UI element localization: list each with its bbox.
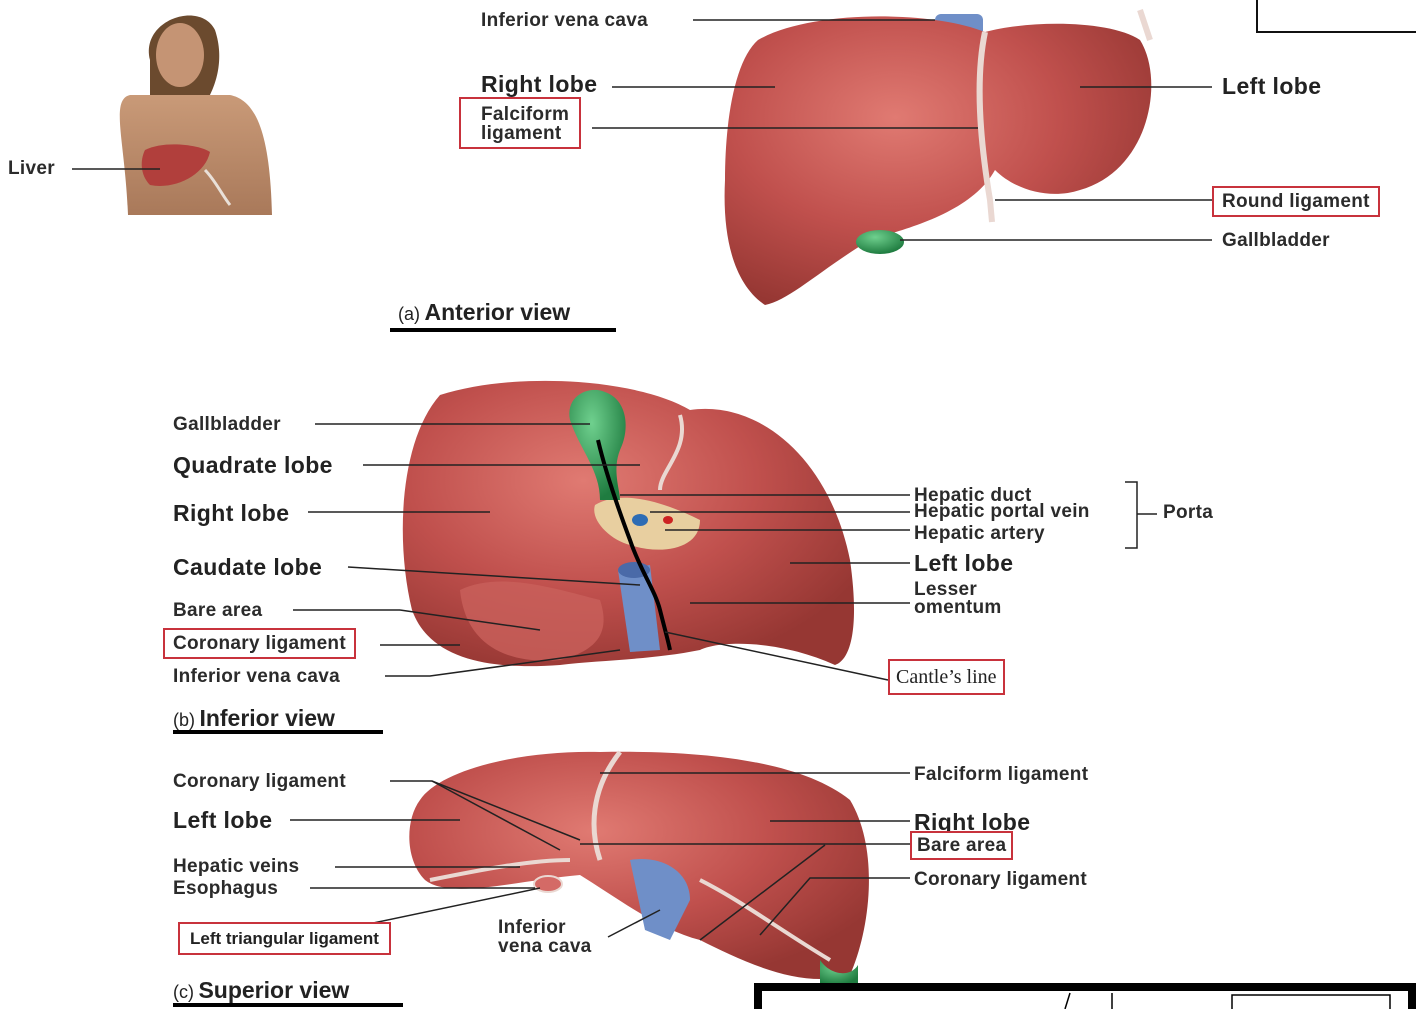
c-bare-area-label: Bare area — [910, 831, 1013, 860]
caption-a-letter: (a) — [398, 304, 420, 324]
caption-b-underline — [173, 730, 383, 734]
b-gallbladder-label: Gallbladder — [173, 415, 281, 434]
b-inferior-vena-cava-label: Inferior vena cava — [173, 667, 340, 686]
a-falciform-ligament-label: Falciform ligament — [459, 97, 581, 149]
c-hepatic-veins-label: Hepatic veins — [173, 857, 299, 876]
torso-thumbnail — [120, 16, 272, 215]
c-left-triangular-ligament-label: Left triangular ligament — [178, 922, 391, 955]
a-gallbladder-label: Gallbladder — [1222, 231, 1330, 250]
b-quadrate-lobe-label: Quadrate lobe — [173, 454, 333, 477]
caption-anterior-view: (a) Anterior view — [398, 299, 570, 326]
caption-c-underline — [173, 1003, 403, 1007]
c-inferior-vena-cava-label: Inferior vena cava — [498, 918, 592, 956]
a-round-ligament-label: Round ligament — [1212, 186, 1380, 217]
a-inferior-vena-cava-label: Inferior vena cava — [481, 11, 648, 30]
caption-c-title: Superior view — [198, 977, 349, 1003]
caption-superior-view: (c) Superior view — [173, 977, 349, 1004]
superior-liver — [409, 752, 869, 985]
top-right-frame — [1257, 0, 1416, 32]
b-hepatic-artery-label: Hepatic artery — [914, 524, 1045, 543]
caption-b-title: Inferior view — [199, 705, 334, 731]
bottom-right-frame — [758, 987, 1412, 1009]
caption-inferior-view: (b) Inferior view — [173, 705, 335, 732]
b-caudate-lobe-label: Caudate lobe — [173, 556, 322, 579]
b-lesser-omentum-label: Lesser omentum — [914, 581, 1002, 617]
c-esophagus-label: Esophagus — [173, 879, 278, 898]
thumbnail-liver-label: Liver — [8, 159, 55, 178]
caption-a-underline — [390, 328, 616, 332]
b-right-lobe-label: Right lobe — [173, 502, 289, 525]
b-bare-area-label: Bare area — [173, 601, 262, 620]
caption-c-letter: (c) — [173, 982, 194, 1002]
c-coronary-ligament-left-label: Coronary ligament — [173, 772, 346, 791]
c-coronary-ligament-right-label: Coronary ligament — [914, 870, 1087, 889]
a-right-lobe-label: Right lobe — [481, 73, 597, 96]
caption-a-title: Anterior view — [424, 299, 570, 325]
b-coronary-ligament-label: Coronary ligament — [163, 628, 356, 659]
b-cantles-line-label: Cantle’s line — [888, 659, 1005, 695]
c-falciform-ligament-label: Falciform ligament — [914, 765, 1088, 784]
c-left-lobe-label: Left lobe — [173, 809, 272, 832]
b-porta-label: Porta — [1163, 503, 1213, 522]
b-hepatic-portal-vein-label: Hepatic portal vein — [914, 502, 1090, 521]
b-left-lobe-label: Left lobe — [914, 552, 1013, 575]
anterior-liver — [725, 10, 1152, 305]
a-left-lobe-label: Left lobe — [1222, 75, 1321, 98]
caption-b-letter: (b) — [173, 710, 195, 730]
